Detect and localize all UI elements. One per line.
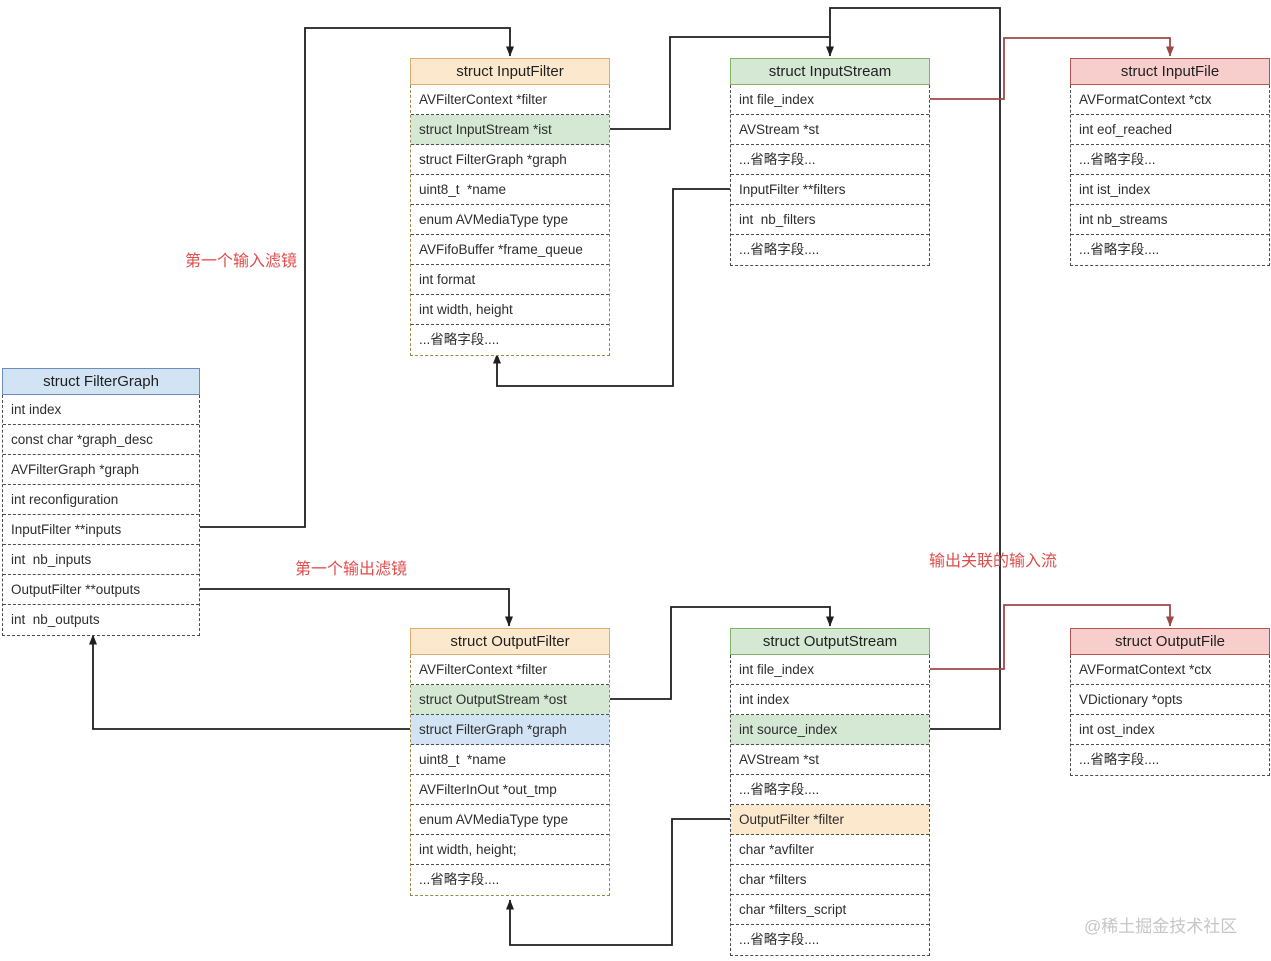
struct-field: int file_index bbox=[731, 655, 929, 685]
watermark-text: @稀土掘金技术社区 bbox=[1084, 917, 1238, 936]
struct-outputfile-title: struct OutputFile bbox=[1070, 628, 1270, 655]
struct-field: struct InputStream *ist bbox=[411, 115, 609, 145]
annotation-first-input-filter: 第一个输入滤镜 bbox=[185, 253, 298, 270]
struct-field: AVStream *st bbox=[731, 115, 929, 145]
struct-field: char *avfilter bbox=[731, 835, 929, 865]
struct-field: int width, height bbox=[411, 295, 609, 325]
struct-field: int file_index bbox=[731, 85, 929, 115]
struct-field: ...省略字段.... bbox=[739, 242, 820, 257]
struct-field: ...省略字段.... bbox=[419, 872, 500, 887]
struct-field: char *filters bbox=[731, 865, 929, 895]
struct-field: ...省略字段.... bbox=[1079, 242, 1160, 257]
struct-inputfilter-title: struct InputFilter bbox=[410, 58, 610, 85]
struct-field: int format bbox=[411, 265, 609, 295]
annotation-first-output-filter: 第一个输出滤镜 bbox=[295, 561, 408, 578]
struct-field: int index bbox=[731, 685, 929, 715]
struct-field: int nb_inputs bbox=[3, 545, 199, 575]
struct-outputstream-title: struct OutputStream bbox=[730, 628, 930, 655]
struct-outputfilter-table: struct OutputFilter AVFilterContext *fil… bbox=[410, 628, 610, 896]
struct-field: enum AVMediaType type bbox=[411, 205, 609, 235]
struct-field: AVFormatContext *ctx bbox=[1071, 655, 1269, 685]
struct-field: AVFormatContext *ctx bbox=[1071, 85, 1269, 115]
struct-inputfilter-table: struct InputFilter AVFilterContext *filt… bbox=[410, 58, 610, 356]
edge-outputfilter-graph-to-filtergraph bbox=[89, 634, 410, 730]
struct-field: char *filters_script bbox=[731, 895, 929, 925]
struct-inputfile-title: struct InputFile bbox=[1070, 58, 1270, 85]
struct-field: int nb_streams bbox=[1071, 205, 1269, 235]
struct-field: VDictionary *opts bbox=[1071, 685, 1269, 715]
struct-field: int ist_index bbox=[1071, 175, 1269, 205]
struct-field: struct FilterGraph *graph bbox=[411, 715, 609, 745]
struct-outputfilter-title: struct OutputFilter bbox=[410, 628, 610, 655]
struct-field: struct FilterGraph *graph bbox=[411, 145, 609, 175]
struct-field: InputFilter **inputs bbox=[3, 515, 199, 545]
struct-field: AVFilterContext *filter bbox=[411, 85, 609, 115]
struct-field: int reconfiguration bbox=[3, 485, 199, 515]
struct-field: ...省略字段.... bbox=[1079, 752, 1160, 767]
struct-field: AVFilterContext *filter bbox=[411, 655, 609, 685]
struct-field: AVFilterGraph *graph bbox=[3, 455, 199, 485]
struct-field: int nb_filters bbox=[731, 205, 929, 235]
struct-field: int index bbox=[3, 395, 199, 425]
struct-field: enum AVMediaType type bbox=[411, 805, 609, 835]
struct-field: ...省略字段.... bbox=[739, 932, 820, 947]
struct-filtergraph-title: struct FilterGraph bbox=[2, 368, 200, 395]
struct-field: const char *graph_desc bbox=[3, 425, 199, 455]
struct-field: int source_index bbox=[731, 715, 929, 745]
struct-field: int width, height; bbox=[411, 835, 609, 865]
struct-field: ...省略字段.... bbox=[731, 775, 929, 805]
struct-field: AVFifoBuffer *frame_queue bbox=[411, 235, 609, 265]
edge-filtergraph-outputs-to-outputfilter bbox=[200, 588, 513, 627]
struct-field: ...省略字段... bbox=[1071, 145, 1269, 175]
struct-field: OutputFilter *filter bbox=[731, 805, 929, 835]
struct-field: int nb_outputs bbox=[11, 612, 100, 627]
struct-field: struct OutputStream *ost bbox=[411, 685, 609, 715]
struct-field: ...省略字段... bbox=[731, 145, 929, 175]
struct-field: ...省略字段.... bbox=[419, 332, 500, 347]
struct-field: int ost_index bbox=[1071, 715, 1269, 745]
struct-field: int eof_reached bbox=[1071, 115, 1269, 145]
struct-inputstream-title: struct InputStream bbox=[730, 58, 930, 85]
struct-field: uint8_t *name bbox=[411, 175, 609, 205]
struct-field: uint8_t *name bbox=[411, 745, 609, 775]
struct-field: InputFilter **filters bbox=[731, 175, 929, 205]
annotation-output-linked-input-stream: 输出关联的输入流 bbox=[929, 553, 1058, 570]
struct-field: AVFilterInOut *out_tmp bbox=[411, 775, 609, 805]
struct-field: AVStream *st bbox=[731, 745, 929, 775]
struct-field: OutputFilter **outputs bbox=[3, 575, 199, 605]
